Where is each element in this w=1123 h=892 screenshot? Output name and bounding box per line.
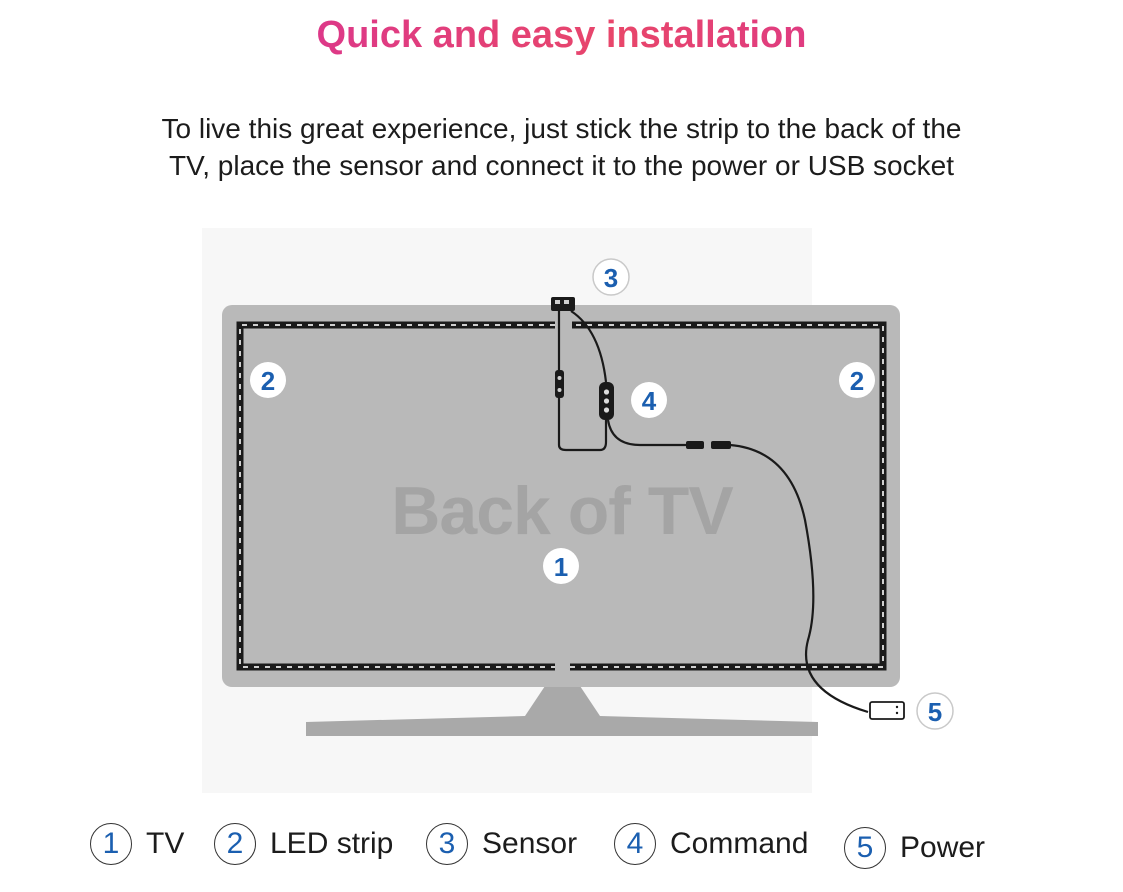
led-strip: [236, 321, 887, 671]
tv-stand: [306, 686, 818, 736]
legend-item-led-strip: 2 LED strip: [214, 818, 393, 870]
legend-label: Sensor: [482, 827, 578, 860]
legend-item-power: 5 Power: [844, 822, 985, 874]
cables: [557, 310, 869, 714]
legend-number: 3: [426, 823, 468, 865]
legend-item-tv: 1 TV: [90, 818, 184, 870]
intro-text: To live this great experience, just stic…: [161, 113, 962, 181]
callout-tv: 1: [543, 548, 579, 584]
svg-text:1: 1: [554, 552, 568, 582]
svg-text:3: 3: [604, 263, 618, 293]
callout-strip-left: 2: [250, 362, 286, 398]
legend-label: Power: [900, 831, 986, 864]
callout-command: 4: [631, 382, 667, 418]
page-title: Quick and easy installation: [0, 14, 1123, 57]
back-of-tv-label: Back of TV: [391, 473, 733, 549]
legend: 1 TV 2 LED strip 3 Sensor 4 Command 5 Po…: [0, 818, 1123, 878]
legend-number: 4: [614, 823, 656, 865]
callout-sensor: 3: [592, 258, 630, 296]
legend-item-command: 4 Command: [614, 818, 808, 870]
legend-label: TV: [146, 827, 185, 860]
svg-text:2: 2: [850, 366, 864, 396]
legend-label: Command: [670, 827, 809, 860]
legend-number: 5: [844, 827, 886, 869]
tv-body: [222, 305, 900, 687]
strip-connector: [555, 370, 564, 398]
command-controller: [599, 382, 614, 420]
plug-connector: [686, 441, 731, 449]
sensor-device: [551, 297, 575, 311]
legend-label: LED strip: [270, 827, 394, 860]
callout-strip-right: 2: [839, 362, 875, 398]
legend-number: 2: [214, 823, 256, 865]
svg-text:5: 5: [928, 697, 942, 727]
legend-number: 1: [90, 823, 132, 865]
svg-text:4: 4: [642, 386, 657, 416]
svg-text:2: 2: [261, 366, 275, 396]
power-adapter: [869, 701, 905, 720]
callout-power: 5: [916, 692, 954, 730]
legend-item-sensor: 3 Sensor: [426, 818, 577, 870]
